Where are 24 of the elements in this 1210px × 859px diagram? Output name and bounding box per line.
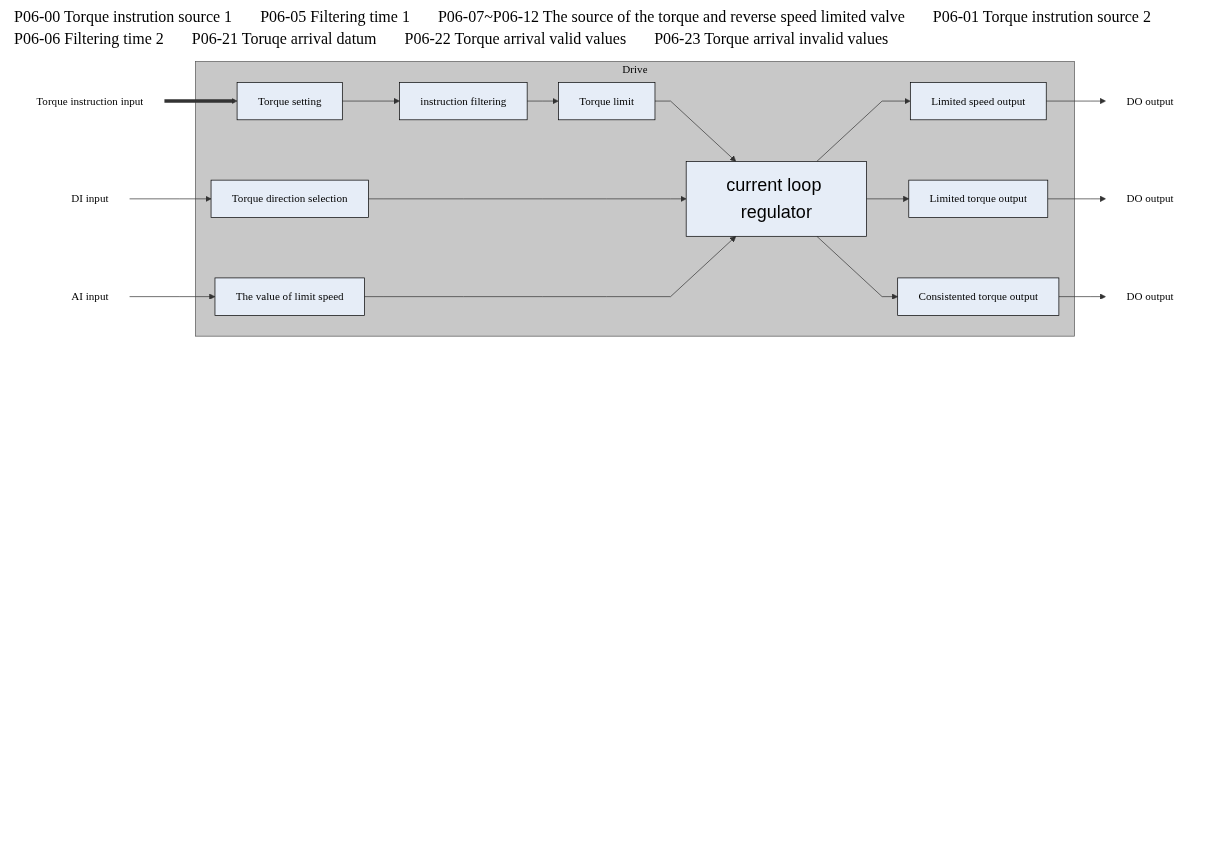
arrow <box>164 98 238 105</box>
node-box: Torque direction selection <box>210 179 369 218</box>
node-text: Torque instruction input <box>36 94 144 107</box>
node-box: Torque setting <box>236 82 343 121</box>
parameter-note: P06-23 Torque arrival invalid values <box>654 30 889 48</box>
node-text: AI input <box>71 290 109 303</box>
node-box: Torque limit <box>558 82 656 121</box>
node-text: DO output <box>1126 94 1174 107</box>
node-box: Limited speed output <box>910 82 1047 121</box>
node-text: DO output <box>1126 290 1174 303</box>
parameter-note: P06-22 Torque arrival valid values <box>404 30 627 48</box>
parameter-note: P06-00 Torque instrution source 1 <box>14 8 233 26</box>
node-box: current loop regulator <box>685 161 867 237</box>
node-text: DI input <box>71 192 109 205</box>
parameter-note: P06-05 Filtering time 1 <box>260 8 410 26</box>
node-box: Limited torque output <box>908 179 1049 218</box>
parameter-note: P06-21 Toruqe arrival datum <box>191 30 377 48</box>
node-box: instruction filtering <box>399 82 528 121</box>
node-text: DO output <box>1126 192 1174 205</box>
node-box: The value of limit speed <box>214 277 365 316</box>
node-box: Consistented torque output <box>897 277 1060 316</box>
parameter-note: P06-07~P06-12 The source of the torque and reverse speed limited valve <box>437 8 905 26</box>
parameter-note: P06-06 Filtering time 2 <box>14 30 164 48</box>
parameter-note: P06-01 Torque instrution source 2 <box>932 8 1151 26</box>
